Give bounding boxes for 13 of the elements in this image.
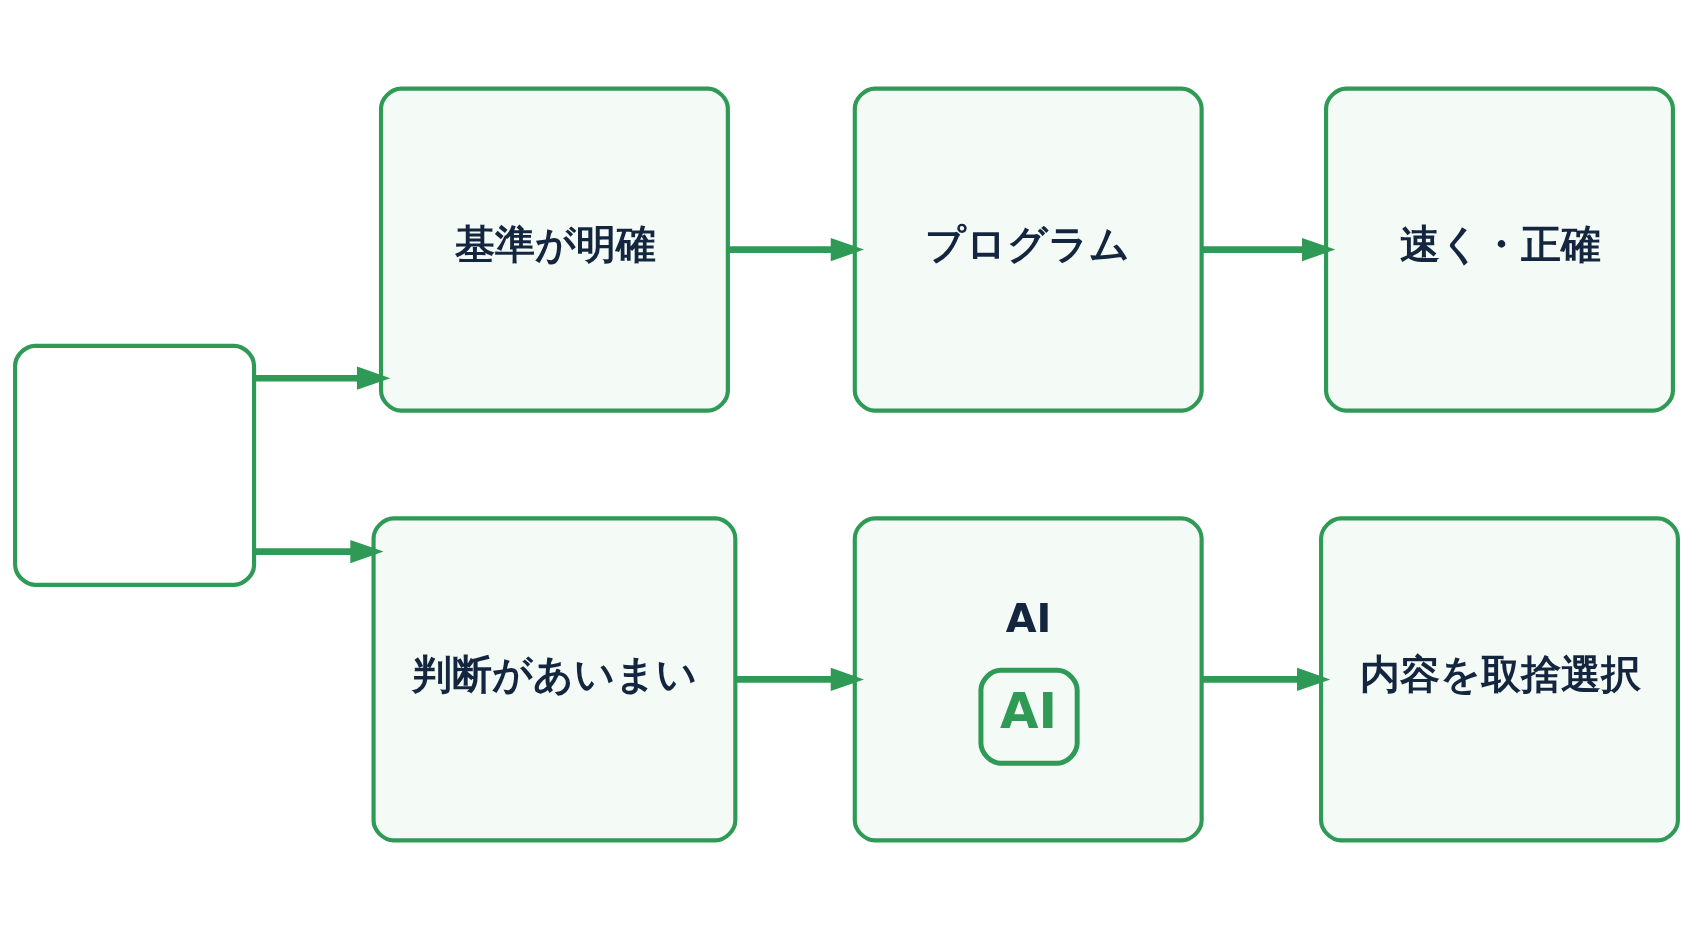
arrow [735, 667, 865, 692]
node-box: プログラム [852, 86, 1204, 413]
node-box: 基準が明確 [378, 86, 730, 413]
node-box: 速く・正確 [1324, 86, 1675, 413]
arrow [1202, 667, 1331, 692]
node-box: AI AI [852, 516, 1204, 843]
arrow [254, 539, 384, 564]
node-box: 判断があいまい [371, 516, 738, 843]
node-box: 内容を取捨選択 [1319, 516, 1680, 843]
arrow [254, 366, 391, 390]
node-picture [13, 343, 257, 587]
arrow [728, 237, 865, 262]
arrow [1202, 237, 1336, 262]
